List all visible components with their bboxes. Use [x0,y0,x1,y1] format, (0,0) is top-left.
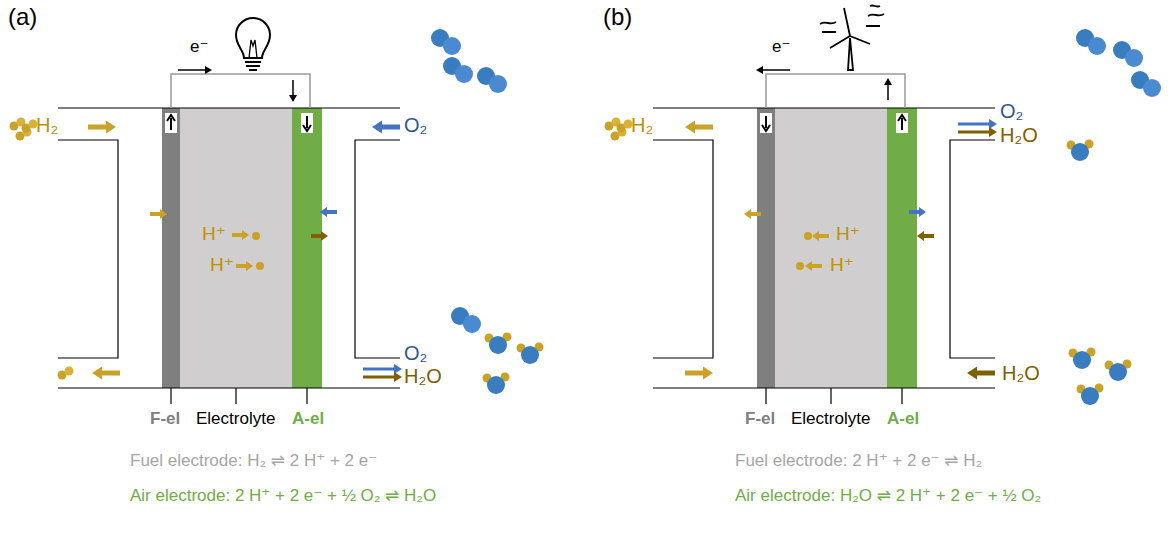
gas-label: O₂ [404,342,427,364]
gas-label: H₂ [631,114,653,136]
equation: Fuel electrode: H₂ ⇌ 2 H⁺ + 2 e⁻ [130,452,377,471]
ion-label: H⁺ [210,255,234,276]
gas-label: H₂O [1002,362,1040,384]
ion-label: H⁺ [836,224,860,245]
gas-label: O₂ [404,114,427,136]
wind-turbine-icon [820,5,884,70]
panel-letter: (a) [8,4,37,30]
part-label: Electrolyte [791,410,870,429]
part-label: A-el [292,410,324,429]
part-label: F-el [745,410,775,429]
equation: Air electrode: H₂O ⇌ 2 H⁺ + 2 e⁻ + ½ O₂ [735,487,1041,506]
fuel-cell [58,108,400,404]
electron-label: e⁻ [772,38,790,57]
ion-label: H⁺ [202,224,226,245]
equation: Air electrode: 2 H⁺ + 2 e⁻ + ½ O₂ ⇌ H₂O [130,487,436,506]
gas-label: H₂O [1000,124,1038,146]
ion-label: H⁺ [830,255,854,276]
electron-label: e⁻ [190,38,208,57]
panel-letter: (b) [603,4,632,30]
gas-label: H₂ [36,114,58,136]
part-label: Electrolyte [196,410,275,429]
part-label: F-el [150,410,180,429]
gas-label: O₂ [1000,100,1023,122]
part-label: A-el [887,410,919,429]
equation: Fuel electrode: 2 H⁺ + 2 e⁻ ⇌ H₂ [735,452,982,471]
gas-label: H₂O [404,365,442,387]
electrolysis-cell [653,108,995,404]
bulb-icon [236,18,270,70]
